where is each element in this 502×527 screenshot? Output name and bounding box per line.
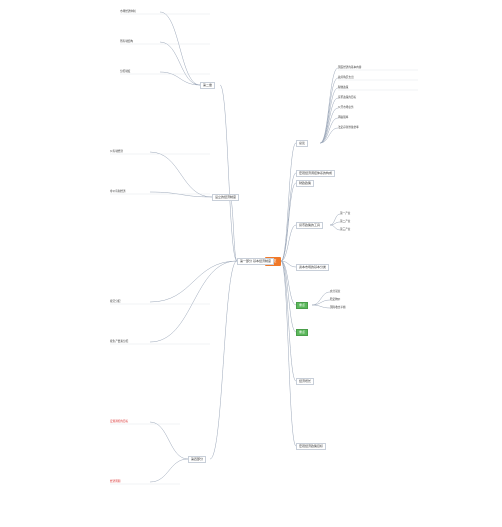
leaf-text: 稳定物价 [330, 298, 341, 301]
connector-line [311, 291, 331, 306]
leaf-text: 非公有制经济 [110, 190, 126, 193]
connector-line [329, 224, 341, 231]
leaf-text: 按生产要素分配 [110, 340, 129, 343]
leaf-text: 政府购买支出 [338, 76, 354, 79]
leaf-text: 再贴现率 [338, 116, 349, 119]
leaf-text: 国民经济的基本内容 [338, 66, 362, 69]
connector-line [280, 260, 297, 447]
right-branch-5[interactable]: 资本市场的基本分类 [296, 264, 330, 271]
leaf-text: 第二产业 [340, 220, 351, 223]
leaf-text: 第一产业 [340, 212, 351, 215]
connector-line [149, 260, 238, 303]
left-branch-c[interactable]: 第二章 [200, 82, 216, 89]
right-branch-4[interactable]: 货币政策的工具 [296, 222, 324, 229]
connector-line [149, 260, 238, 343]
connector-line [280, 260, 297, 333]
connector-line [280, 260, 297, 268]
connector-line [311, 304, 331, 309]
leaf-text: 国际收支平衡 [330, 306, 346, 309]
right-branch-3[interactable]: 财政政策 [296, 180, 315, 187]
right-branch-2[interactable]: 宏观经济调控体系的构成 [296, 170, 336, 177]
connector-line [159, 11, 201, 86]
connector-line [209, 260, 238, 460]
connector-line [149, 151, 213, 198]
connector-line [319, 107, 339, 144]
leaf-text: 市场经济体制 [120, 10, 136, 13]
left-branch-b[interactable]: 设立的经济制度 [212, 194, 240, 201]
right-branch-8[interactable]: 经济增长 [296, 378, 315, 385]
connector-line [319, 67, 339, 144]
leaf-text: 按劳分配 [110, 300, 121, 303]
connector-line [149, 458, 189, 483]
connector-line [319, 117, 339, 144]
leaf-text: 法定存款准备金率 [338, 126, 359, 129]
leaf-text: 税收政策 [338, 86, 349, 89]
left-branch-d[interactable]: 第四部分 [188, 456, 207, 463]
right-branch-7[interactable]: 重点 [296, 329, 309, 336]
connector-line [149, 191, 213, 198]
left-branch-a[interactable]: 第一部分 基本经济制度 [237, 258, 274, 265]
connector-line [229, 196, 238, 262]
leaf-text: 充分就业 [330, 290, 341, 293]
connector-line [280, 260, 297, 382]
leaf-text: 公开市场业务 [338, 106, 354, 109]
leaf-text: 经济周期 [110, 480, 121, 483]
right-branch-9[interactable]: 宏观经济政策目标 [296, 443, 327, 450]
leaf-text: 宏观调控的目标 [110, 420, 129, 423]
connector-line [319, 87, 339, 144]
connector-line [280, 142, 297, 262]
leaf-text: 公有制经济 [110, 150, 123, 153]
connector-line [280, 182, 297, 262]
leaf-text: 所有制结构 [120, 40, 133, 43]
right-branch-1[interactable]: 总论 [296, 140, 309, 147]
leaf-text: 分配制度 [120, 70, 131, 73]
connector-line [319, 77, 339, 144]
leaf-text: 货币政策的目标 [338, 96, 357, 99]
connector-line [159, 41, 201, 86]
connector-line [159, 71, 201, 86]
right-branch-6[interactable]: 重点 [296, 302, 309, 309]
connector-line [219, 84, 238, 262]
leaf-text: 第三产业 [340, 228, 351, 231]
connector-line [149, 421, 189, 460]
connector-line [319, 127, 339, 144]
